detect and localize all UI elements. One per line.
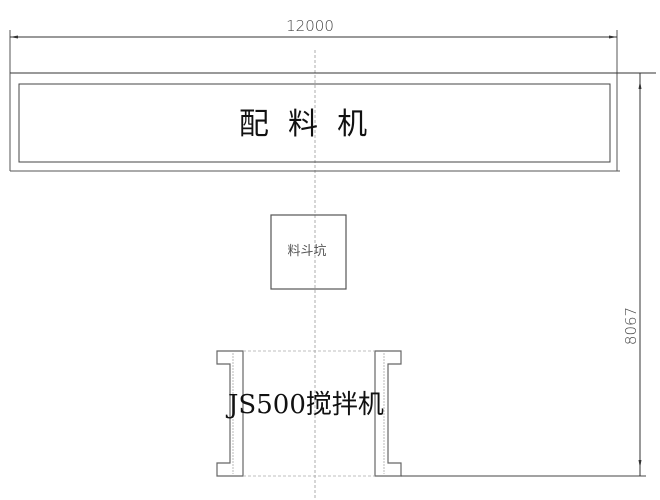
hopper-pit-label: 料斗坑 — [287, 244, 326, 259]
width-dimension: 12000 — [9, 17, 618, 171]
height-dimension: 8067 — [401, 73, 646, 477]
width-dimension-label: 12000 — [286, 17, 334, 35]
mixer-left-bracket — [216, 350, 244, 477]
hopper-pit: 料斗坑 — [270, 214, 347, 290]
mixer-label: JS500搅拌机 — [225, 390, 384, 420]
batching-machine-label: 配 料 机 — [239, 107, 367, 142]
batching-machine: 配 料 机 — [9, 72, 656, 172]
mixer-right-bracket — [374, 350, 402, 477]
height-dimension-label: 8067 — [622, 307, 640, 345]
mixer — [216, 350, 402, 477]
